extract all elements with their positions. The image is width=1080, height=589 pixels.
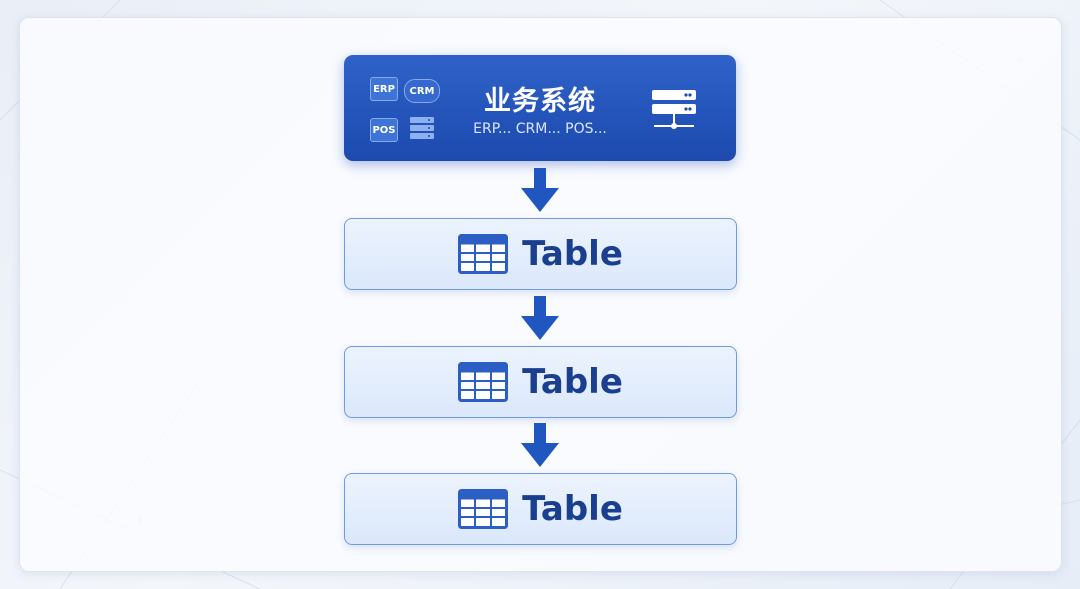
table-label: Table — [522, 489, 623, 529]
erp-badge: ERP — [370, 77, 398, 101]
system-title: 业务系统 — [484, 86, 596, 117]
crm-badge: CRM — [404, 79, 440, 103]
table-label: Table — [522, 362, 623, 402]
table-icon — [458, 234, 509, 274]
flow-arrow-3 — [521, 423, 559, 467]
table-box-1: Table — [344, 218, 737, 290]
table-box-3: Table — [344, 473, 737, 545]
server-icon — [652, 90, 696, 129]
table-icon — [458, 489, 509, 529]
flow-arrow-1 — [521, 168, 559, 212]
pos-badge: POS — [370, 118, 398, 142]
table-label: Table — [522, 234, 623, 274]
table-icon — [458, 362, 509, 402]
table-box-2: Table — [344, 346, 737, 418]
system-subtitle: ERP... CRM... POS... — [473, 121, 607, 137]
business-system-box: ERP CRM POS 业务系统 ERP... CRM... POS... — [344, 55, 736, 161]
flow-arrow-2 — [521, 296, 559, 340]
database-icon — [410, 117, 434, 139]
